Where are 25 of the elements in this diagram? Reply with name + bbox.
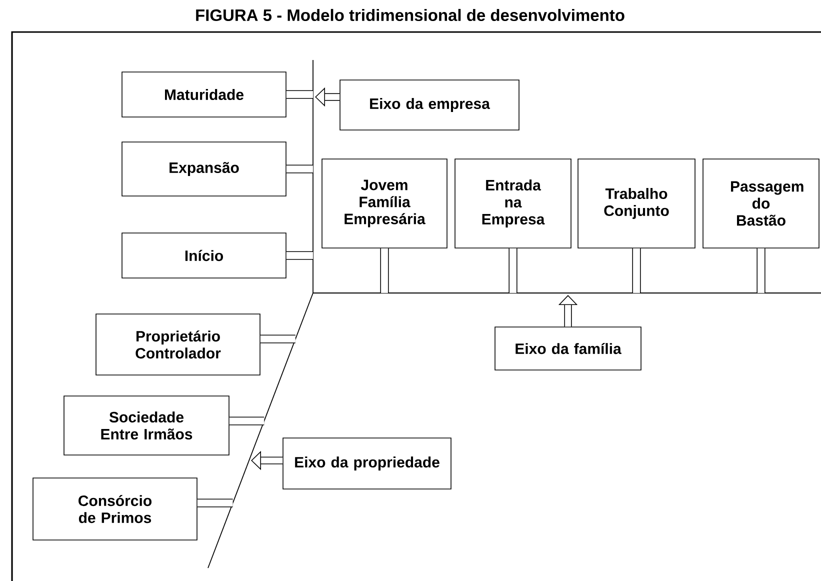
connector [260, 334, 296, 344]
callout-box: Eixo da propriedade [282, 438, 452, 490]
callout-box: Eixo da família [494, 326, 642, 370]
connector [508, 248, 518, 293]
connector [229, 416, 264, 426]
connector [197, 498, 233, 508]
stage-box: Jovem Família Empresária [322, 158, 448, 248]
connector [286, 251, 313, 260]
stage-box: Entrada na Empresa [454, 158, 572, 248]
stage-box: Consórcio de Primos [32, 478, 198, 540]
connector [756, 248, 766, 293]
connector [286, 164, 313, 174]
stage-box: Expansão [122, 142, 286, 196]
connector [380, 248, 389, 293]
axis-line [312, 60, 314, 293]
stage-box: Passagem do Bastão [702, 158, 820, 248]
connector [632, 248, 641, 293]
callout-box: Eixo da empresa [340, 80, 520, 130]
stage-box: Início [122, 232, 286, 278]
connector [286, 90, 313, 99]
stage-box: Sociedade Entre Irmãos [64, 396, 230, 456]
stage-box: Trabalho Conjunto [578, 158, 696, 248]
stage-box: Proprietário Controlador [96, 314, 260, 376]
title: FIGURA 5 - Modelo tridimensional de desenvolvimento [196, 8, 624, 22]
stage-box: Maturidade [122, 72, 286, 118]
